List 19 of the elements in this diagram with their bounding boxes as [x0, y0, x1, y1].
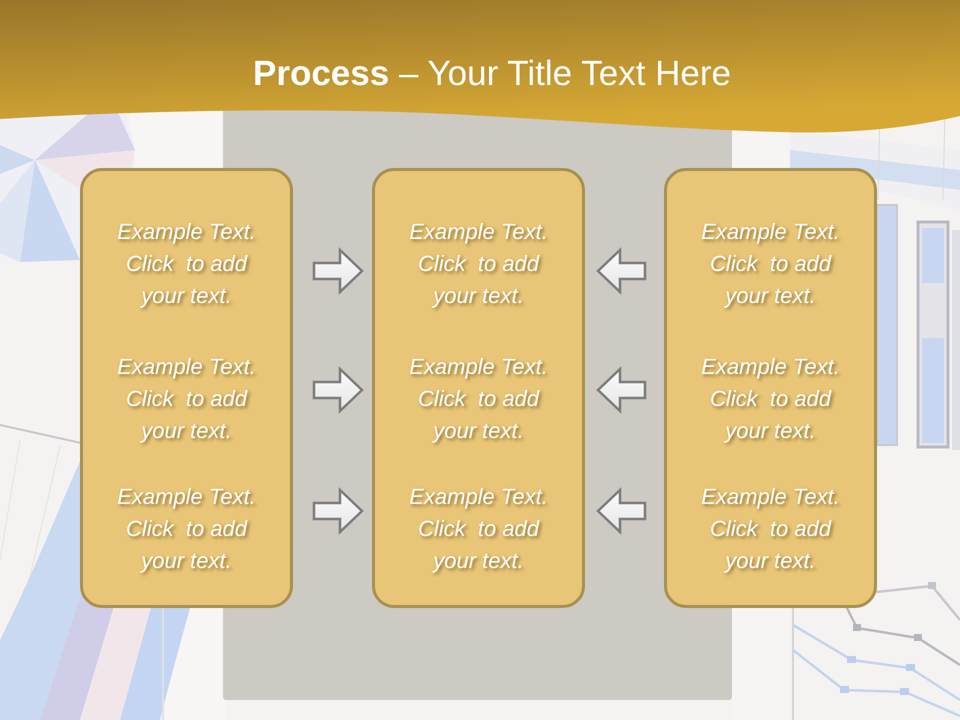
block-arrow: [312, 487, 364, 535]
process-column: [664, 168, 877, 608]
block-arrow: [312, 247, 364, 295]
column-text: Example Text. Click to add your text.: [700, 218, 841, 310]
column-text: Example Text. Click to add your text.: [116, 218, 257, 310]
column-text: Example Text. Click to add your text.: [700, 483, 841, 575]
column-text: Example Text. Click to add your text.: [700, 353, 841, 445]
column-text: Example Text. Click to add your text.: [116, 353, 257, 445]
process-column: [80, 168, 293, 608]
block-arrow: [596, 487, 646, 535]
column-text: Example Text. Click to add your text.: [408, 218, 549, 310]
block-arrow: [596, 247, 646, 295]
column-text: Example Text. Click to add your text.: [116, 483, 257, 575]
column-text: Example Text. Click to add your text.: [408, 353, 549, 445]
block-arrow: [596, 366, 646, 414]
column-text: Example Text. Click to add your text.: [408, 483, 549, 575]
block-arrow: [312, 366, 364, 414]
title: Process – Your Title Text Here: [253, 53, 731, 95]
process-column: [372, 168, 585, 608]
